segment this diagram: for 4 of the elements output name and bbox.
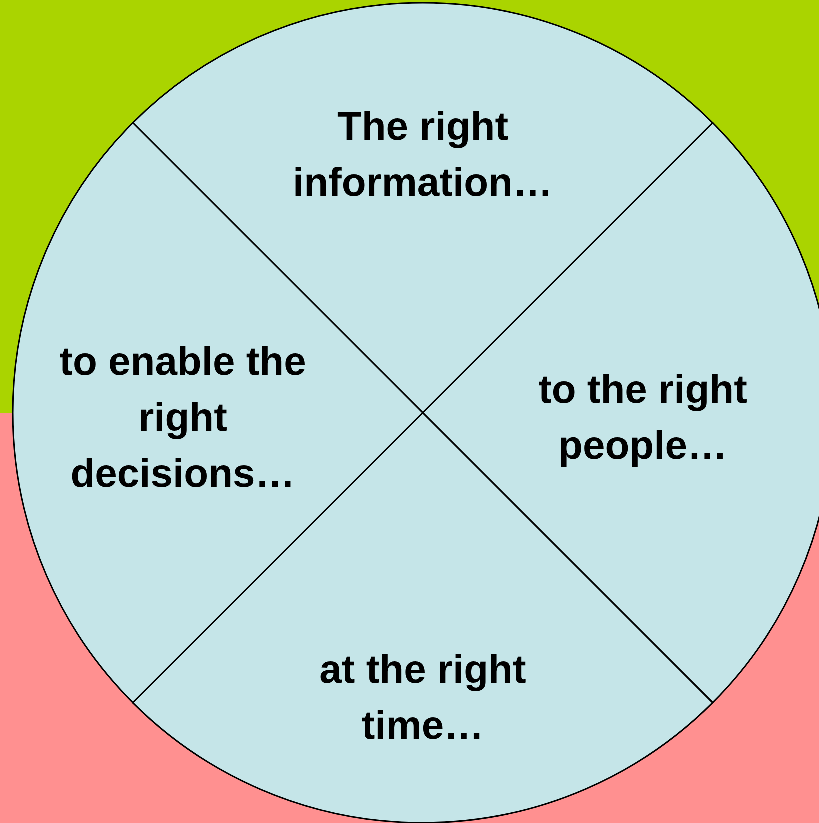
sector-label: to enable the right decisions… [58, 338, 308, 498]
sector-label: at the right time… [318, 647, 528, 750]
sector-label: The right information… [292, 104, 554, 207]
sector-label: to the right people… [538, 366, 748, 470]
